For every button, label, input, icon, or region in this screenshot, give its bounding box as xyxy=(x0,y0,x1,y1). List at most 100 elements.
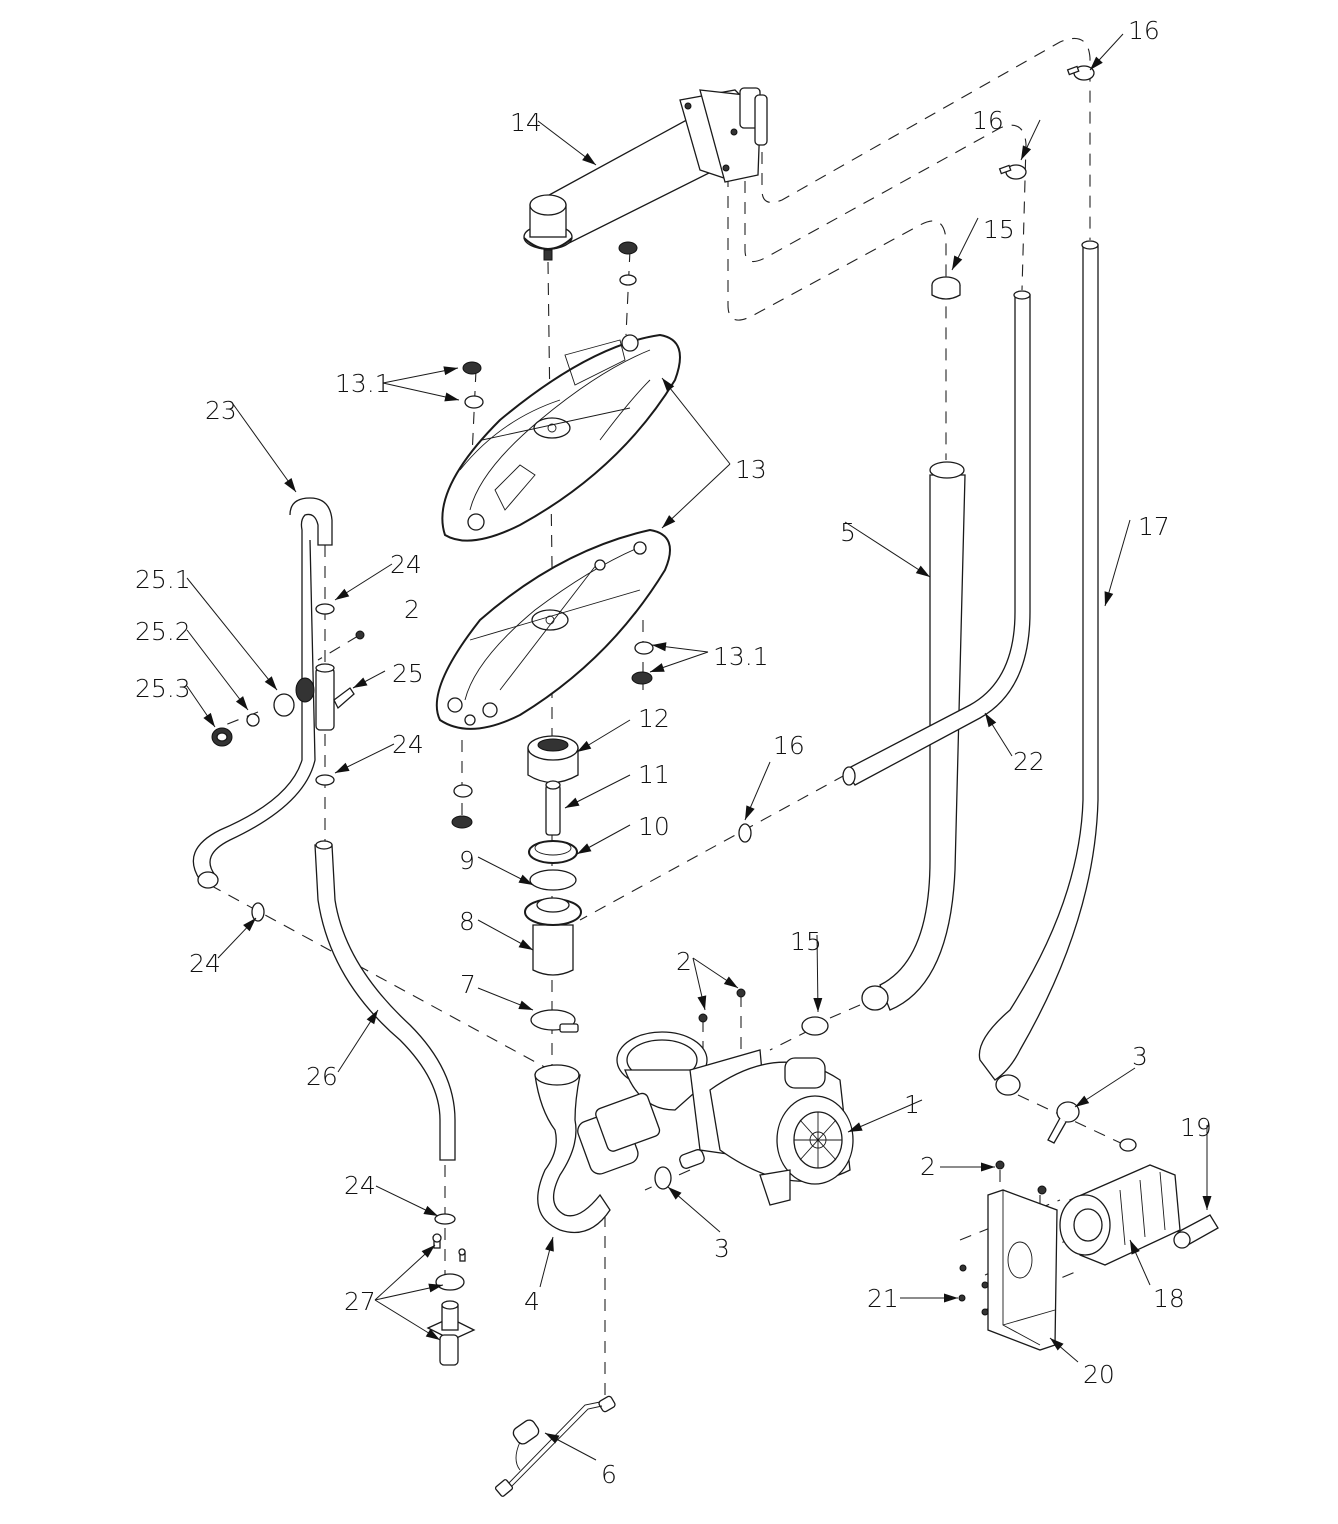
leader-line xyxy=(661,377,731,465)
leader-arrowhead xyxy=(545,1433,560,1444)
callout-5: 5 xyxy=(840,518,856,547)
leader-arrowhead xyxy=(577,843,592,854)
callout-23: 23 xyxy=(205,396,237,425)
part-8-sump-housing[interactable] xyxy=(524,897,582,976)
part-6-wire-harness[interactable] xyxy=(494,1395,616,1497)
part-20-mounting-bracket[interactable] xyxy=(987,1189,1058,1351)
part-13-1-plug-seal-lower[interactable] xyxy=(451,641,654,829)
leader-arrowhead xyxy=(565,797,580,808)
leader-arrowhead xyxy=(421,1245,435,1258)
leader-arrowhead xyxy=(444,392,459,402)
part-12-hub[interactable] xyxy=(527,735,579,784)
leader-arrowhead xyxy=(652,642,667,652)
leader-arrowhead xyxy=(915,565,930,577)
leader-arrowhead xyxy=(577,740,592,752)
leader-arrowhead xyxy=(848,1122,863,1132)
part-22-tee-hose[interactable] xyxy=(842,290,1031,786)
leader-arrowhead xyxy=(353,677,368,688)
leader-arrowhead xyxy=(650,663,665,672)
leader-arrowhead xyxy=(335,588,350,600)
leader-arrowhead xyxy=(662,378,675,392)
leader-arrowhead xyxy=(723,976,738,988)
leader-arrowhead xyxy=(952,255,963,270)
callout-7: 7 xyxy=(460,970,476,999)
part-16-spring-clamp-low[interactable] xyxy=(738,823,752,843)
part-23-vent-hose[interactable] xyxy=(192,497,333,889)
leader-arrowhead xyxy=(284,477,296,492)
callout-24: 24 xyxy=(392,730,424,759)
part-9-o-ring[interactable] xyxy=(529,869,577,891)
leader-arrowhead xyxy=(662,515,676,528)
callout-21: 21 xyxy=(867,1284,899,1313)
leader-arrowhead xyxy=(745,805,755,820)
part-5-hose[interactable] xyxy=(861,461,966,1011)
leader-arrowhead xyxy=(443,366,458,376)
callout-2: 2 xyxy=(676,947,692,976)
leader-arrowhead xyxy=(366,1010,378,1025)
leader-arrowhead xyxy=(668,1187,682,1200)
callout-10: 10 xyxy=(638,812,670,841)
part-21-screws[interactable] xyxy=(958,1264,989,1316)
leader-arrowhead xyxy=(518,874,533,885)
leader-arrowhead xyxy=(1021,145,1032,160)
callout-2: 2 xyxy=(920,1152,936,1181)
callout-2: 2 xyxy=(404,595,420,624)
leader-line xyxy=(844,521,931,578)
leader-arrowhead xyxy=(944,1293,958,1303)
part-25-1-o-ring[interactable] xyxy=(273,693,295,717)
part-15-clamp-low[interactable] xyxy=(801,1016,829,1036)
callout-15: 15 xyxy=(983,215,1015,244)
callout-13-1: 13.1 xyxy=(713,642,769,671)
leader-arrowhead xyxy=(428,1283,443,1293)
leader-arrowhead xyxy=(335,762,350,773)
leader-arrowhead xyxy=(425,1328,440,1340)
part-3-hose-clamps[interactable] xyxy=(654,1101,1080,1190)
part-25-2-ball[interactable] xyxy=(246,713,260,727)
leader-arrowhead xyxy=(545,1237,554,1252)
part-27-drain-fitting-kit[interactable] xyxy=(426,1233,476,1366)
callout-25-3: 25.3 xyxy=(135,674,191,703)
callout-24: 24 xyxy=(390,550,422,579)
leader-arrowhead xyxy=(985,713,997,728)
part-17-hose[interactable] xyxy=(978,240,1099,1096)
callout-14: 14 xyxy=(510,108,542,137)
part-18-booster-pump[interactable] xyxy=(1059,1138,1181,1266)
callout-24: 24 xyxy=(344,1171,376,1200)
part-16-spring-clamp-mid[interactable] xyxy=(998,164,1027,180)
part-15-clamp-top[interactable] xyxy=(931,276,961,300)
leader-line xyxy=(186,577,278,691)
callout-labels: 1 2 2 2 3 3 4 5 6 7 8 9 10 11 12 13 13.1… xyxy=(135,16,1212,1489)
callout-8: 8 xyxy=(459,907,475,936)
callout-19: 19 xyxy=(1180,1113,1212,1142)
callout-26: 26 xyxy=(306,1062,338,1091)
part-2-nuts[interactable] xyxy=(355,630,1047,1195)
part-26-hose[interactable] xyxy=(314,840,456,1161)
callout-25: 25 xyxy=(392,659,424,688)
part-19-capacitor[interactable] xyxy=(1173,1214,1219,1249)
part-4-drain-hose[interactable] xyxy=(534,1064,611,1234)
leader-arrowhead xyxy=(582,152,596,165)
part-14-manifold-arm[interactable] xyxy=(523,87,768,261)
leader-arrowhead xyxy=(981,1162,995,1172)
part-16-spring-clamp-top[interactable] xyxy=(1066,65,1095,81)
part-13-wash-arm-upper[interactable] xyxy=(441,333,681,542)
callout-22: 22 xyxy=(1013,747,1045,776)
leader-line xyxy=(1104,519,1131,607)
part-13-1-plug-seal-upper[interactable] xyxy=(462,241,638,409)
leader-arrowhead xyxy=(1130,1240,1140,1255)
part-13-wash-arm-lower[interactable] xyxy=(435,528,671,730)
callout-16: 16 xyxy=(972,106,1004,135)
leader-line xyxy=(186,629,249,711)
part-24-hose-clamps[interactable] xyxy=(251,603,456,1225)
leader-arrowhead xyxy=(423,1205,438,1216)
part-25-check-valve-tee[interactable] xyxy=(295,663,355,731)
part-11-spindle[interactable] xyxy=(545,780,561,836)
part-25-3-cap-nut[interactable] xyxy=(211,727,233,747)
leader-arrowhead xyxy=(1050,1338,1064,1351)
part-7-band-clamp[interactable] xyxy=(530,1009,579,1033)
leader-line xyxy=(232,403,297,493)
part-1-wash-pump[interactable] xyxy=(575,1031,854,1206)
part-10-lock-ring[interactable] xyxy=(528,840,578,864)
callout-16: 16 xyxy=(1128,16,1160,45)
callout-4: 4 xyxy=(524,1287,540,1316)
